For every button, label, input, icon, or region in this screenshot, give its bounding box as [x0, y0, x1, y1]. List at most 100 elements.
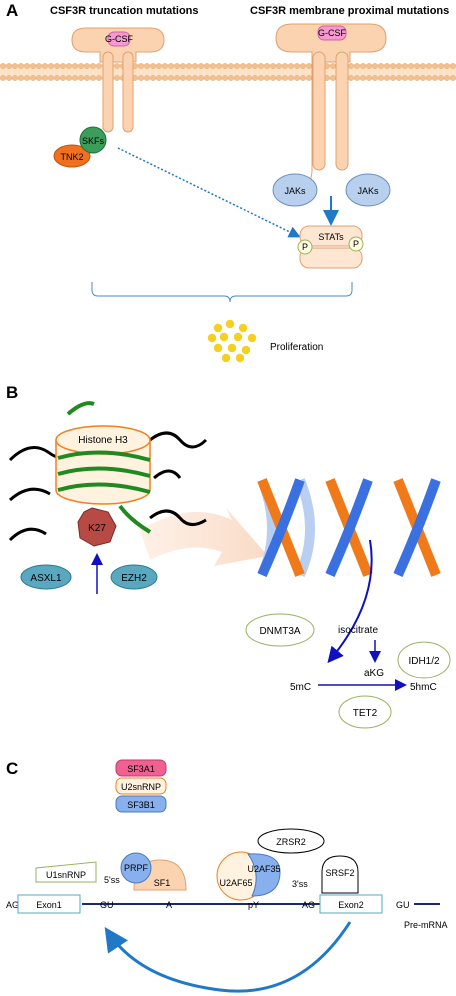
- k27-node: K27: [77, 507, 117, 547]
- membrane-lipid-dot: [204, 63, 210, 69]
- tet2-node: TET2: [338, 695, 392, 729]
- membrane-lipid-dot: [408, 63, 414, 69]
- p-right-label: P: [353, 239, 359, 249]
- prpf-node: PRPF: [120, 852, 152, 884]
- membrane-lipid-dot: [246, 63, 252, 69]
- membrane-lipid-dot: [444, 75, 450, 81]
- tnk2-node: TNK2: [53, 144, 91, 168]
- membrane-lipid-dot: [414, 63, 420, 69]
- proliferation-dot: [247, 333, 257, 343]
- panel-c-letter: C: [6, 759, 18, 778]
- membrane-lipid-dot: [78, 75, 84, 81]
- membrane-lipid-dot: [438, 75, 444, 81]
- proliferation-dot: [219, 332, 229, 342]
- skfs-label: SKFs: [82, 136, 105, 146]
- convergence-bracket: [91, 282, 353, 303]
- membrane-lipid-dot: [192, 63, 198, 69]
- membrane-lipid-dot: [168, 63, 174, 69]
- membrane-lipid-dot: [24, 75, 30, 81]
- membrane-lipid-dot: [18, 63, 24, 69]
- sf3a1-label: SF3A1: [127, 764, 155, 774]
- proliferation-dot: [213, 323, 223, 333]
- membrane-lipid-dot: [270, 63, 276, 69]
- membrane-lipid-dot: [54, 75, 60, 81]
- cell-membrane: [0, 63, 456, 81]
- branch-a-label: A: [166, 900, 172, 910]
- membrane-lipid-dot: [426, 75, 432, 81]
- membrane-lipid-dot: [288, 75, 294, 81]
- receptor-left: G-CSF: [71, 27, 165, 133]
- u2af-complex: U2AF35 U2AF65: [216, 851, 281, 901]
- membrane-lipid-dot: [60, 63, 66, 69]
- membrane-lipid-dot: [300, 63, 306, 69]
- membrane-lipid-dot: [222, 75, 228, 81]
- membrane-lipid-dot: [180, 63, 186, 69]
- membrane-lipid-dot: [42, 75, 48, 81]
- gcsf-right-ligand: [317, 25, 347, 41]
- membrane-lipid-dot: [156, 63, 162, 69]
- membrane-lipid-dot: [372, 63, 378, 69]
- membrane-lipid-dot: [378, 75, 384, 81]
- skfs-node: SKFs: [79, 126, 107, 154]
- membrane-lipid-dot: [246, 75, 252, 81]
- membrane-lipid-dot: [6, 63, 12, 69]
- membrane-lipid-dot: [84, 63, 90, 69]
- membrane-lipid-dot: [408, 75, 414, 81]
- membrane-lipid-dot: [348, 63, 354, 69]
- proliferation-dot: [225, 319, 235, 329]
- histone-tails: [57, 401, 152, 534]
- u2af65-label: U2AF65: [219, 878, 252, 888]
- membrane-lipid-dot: [210, 63, 216, 69]
- pre-mrna-label: Pre-mRNA: [404, 920, 448, 930]
- membrane-lipid-dot: [78, 63, 84, 69]
- membrane-lipid-dot: [360, 63, 366, 69]
- p-left-label: P: [302, 242, 308, 252]
- membrane-lipid-dot: [6, 75, 12, 81]
- gu-left-label: GU: [100, 900, 114, 910]
- membrane-lipid-dot: [30, 75, 36, 81]
- membrane-lipid-dot: [414, 75, 420, 81]
- membrane-lipid-dot: [450, 63, 456, 69]
- membrane-lipid-dot: [138, 75, 144, 81]
- header-truncation: CSF3R truncation mutations: [50, 5, 199, 17]
- sf3b1-label: SF3B1: [127, 800, 155, 810]
- membrane-lipid-dot: [384, 63, 390, 69]
- splicing-arc: [104, 921, 352, 993]
- membrane-lipid-dot: [90, 63, 96, 69]
- jaks-left-node: JAKs: [272, 173, 318, 207]
- membrane-lipid-dot: [30, 63, 36, 69]
- membrane-lipid-dot: [216, 63, 222, 69]
- membrane-lipid-dot: [216, 75, 222, 81]
- membrane-lipid-dot: [114, 75, 120, 81]
- membrane-lipid-dot: [396, 63, 402, 69]
- membrane-lipid-dot: [48, 63, 54, 69]
- asxl1-node: ASXL1: [20, 564, 72, 590]
- membrane-lipid-dot: [384, 75, 390, 81]
- membrane-lipid-dot: [450, 75, 456, 81]
- membrane-lipid-dot: [276, 63, 282, 69]
- membrane-lipid-dot: [306, 75, 312, 81]
- membrane-lipid-dot: [294, 75, 300, 81]
- membrane-lipid-dot: [396, 75, 402, 81]
- membrane-lipid-dot: [36, 75, 42, 81]
- membrane-lipid-dot: [330, 75, 336, 81]
- proliferation-dot: [233, 332, 243, 342]
- membrane-lipid-dot: [294, 63, 300, 69]
- membrane-lipid-dot: [390, 75, 396, 81]
- proliferation-dot: [235, 353, 245, 363]
- membrane-lipid-dot: [372, 75, 378, 81]
- stats-node: STATs P P: [297, 225, 364, 269]
- membrane-lipid-dot: [378, 63, 384, 69]
- membrane-lipid-dot: [144, 75, 150, 81]
- dna-helix: [257, 478, 441, 578]
- zrsr2-node: ZRSR2: [257, 828, 325, 854]
- membrane-lipid-dot: [162, 75, 168, 81]
- membrane-lipid-dot: [264, 75, 270, 81]
- u2af35-label: U2AF35: [247, 864, 280, 874]
- membrane-lipid-dot: [168, 75, 174, 81]
- membrane-lipid-dot: [180, 75, 186, 81]
- big-fade-arrow: [140, 508, 268, 566]
- dnmt3a-label: DNMT3A: [259, 626, 300, 637]
- py-label: pY: [248, 900, 259, 910]
- membrane-lipid-dot: [0, 63, 6, 69]
